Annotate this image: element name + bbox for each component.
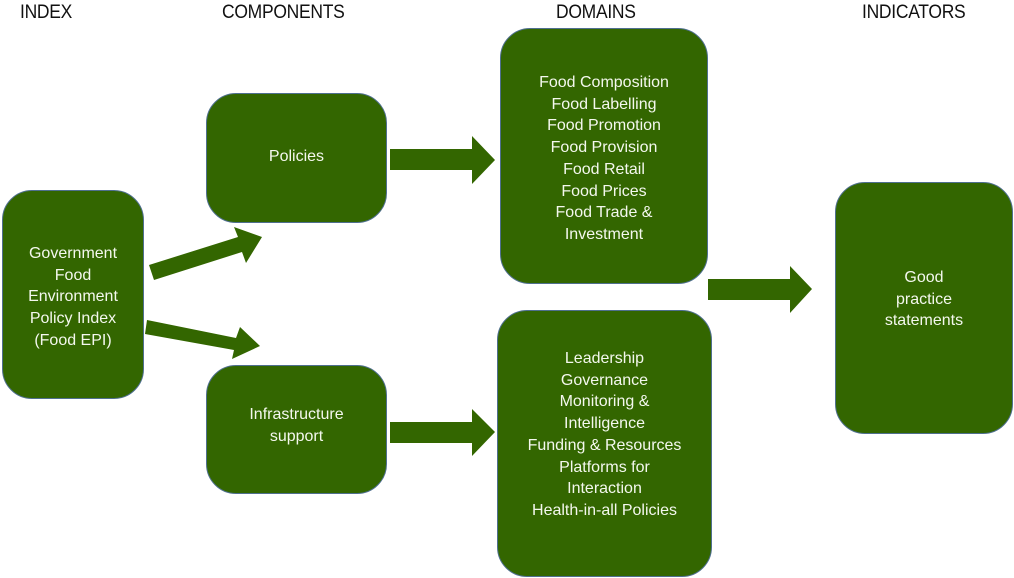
domain-item: Food Composition (539, 74, 669, 91)
index-line: (Food EPI) (34, 331, 112, 349)
arrow-index-to-infrastructure (145, 320, 260, 359)
arrow-policies-to-domains (390, 136, 495, 184)
domain-item: Food Provision (550, 139, 658, 157)
arrow-infrastructure-to-domains (390, 409, 495, 456)
domain-item: Intelligence (564, 415, 645, 433)
domain-item: Leadership (564, 350, 645, 367)
indicators-line: statements (884, 312, 964, 330)
indicators-box: Good practice statements (835, 182, 1013, 434)
header-domains: DOMAINS (556, 2, 636, 23)
infrastructure-box: Infrastructure support (206, 365, 387, 494)
header-indicators: INDICATORS (862, 2, 966, 23)
index-line: Government (28, 245, 118, 262)
indicators-line: Good (904, 269, 944, 286)
policies-box: Policies (206, 93, 387, 223)
arrow-domains-to-indicators (708, 266, 812, 313)
domain-item: Monitoring & (559, 393, 650, 411)
domain-item: Health-in-all Policies (532, 501, 677, 519)
infrastructure-line: support (269, 427, 324, 445)
domain-item: Interaction (567, 480, 642, 498)
infrastructure-domains-box: Leadership Governance Monitoring & Intel… (497, 310, 712, 577)
domain-item: Investment (564, 225, 644, 243)
domain-item: Food Labelling (551, 95, 657, 113)
arrow-index-to-policies (149, 227, 262, 280)
domain-item: Governance (560, 371, 649, 389)
domain-item: Funding & Resources (527, 436, 682, 454)
index-line: Food (54, 266, 92, 284)
domain-item: Platforms for (559, 458, 650, 476)
index-line: Environment (28, 288, 118, 306)
index-line: Policy Index (29, 310, 117, 328)
domain-item: Food Promotion (547, 117, 661, 135)
indicators-line: practice (895, 290, 953, 308)
policies-label: Policies (268, 148, 325, 165)
infrastructure-line: Infrastructure (249, 406, 344, 423)
domain-item: Food Prices (561, 182, 647, 200)
domain-item: Food Retail (563, 160, 645, 178)
header-components: COMPONENTS (222, 2, 345, 23)
header-index: INDEX (20, 2, 73, 23)
domain-item: Food Trade & (555, 204, 653, 222)
policy-domains-box: Food Composition Food Labelling Food Pro… (500, 28, 708, 284)
index-box: Government Food Environment Policy Index… (2, 190, 144, 399)
